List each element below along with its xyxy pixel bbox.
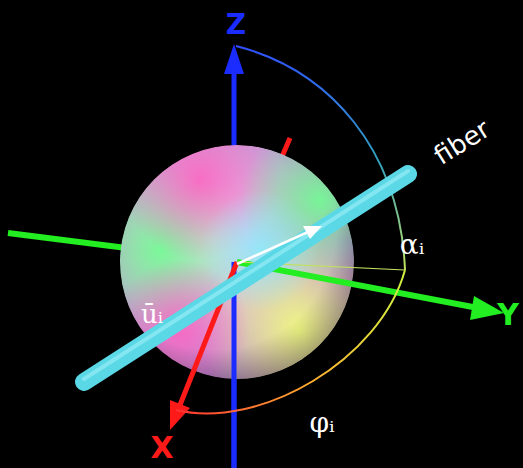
vector-label: ūᵢ	[141, 299, 163, 329]
fiber-label: fiber	[429, 113, 495, 170]
axis-label: Y	[497, 297, 519, 332]
axis-label: X	[150, 430, 173, 465]
axis-label: Z	[226, 8, 246, 41]
angle-label: φᵢ	[309, 406, 334, 439]
angle-label: αᵢ	[400, 228, 425, 261]
